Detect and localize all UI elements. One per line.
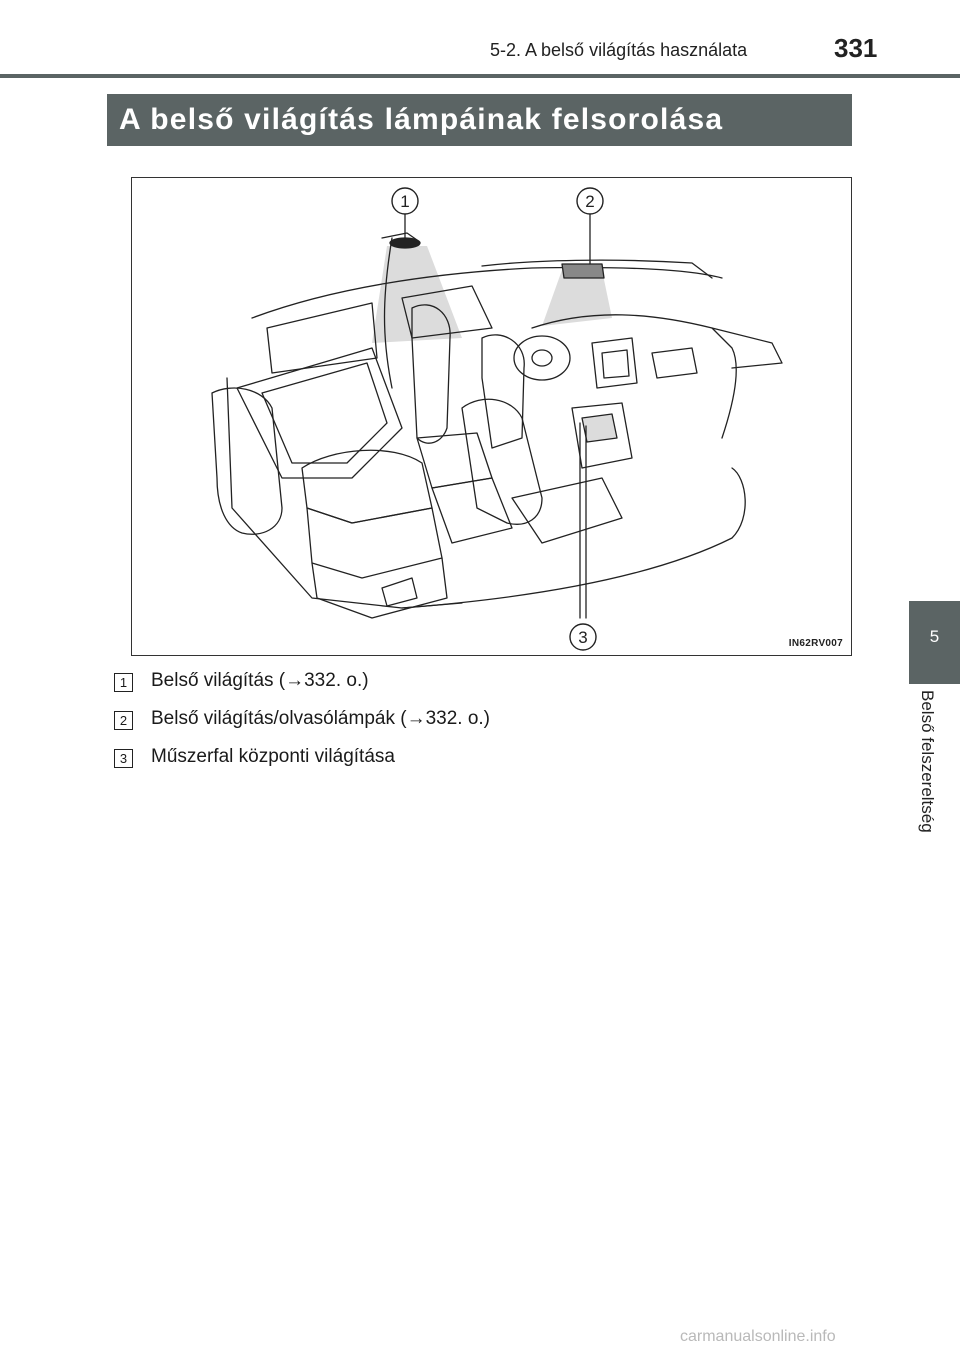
section-banner: A belső világítás lámpáinak felsorolása: [107, 94, 852, 146]
interior-illustration: 1 2 3 IN62RV007: [131, 177, 852, 656]
item-number-badge: 2: [114, 711, 133, 730]
list-item: 3 Műszerfal központi világítása: [114, 746, 834, 784]
item-number-badge: 1: [114, 673, 133, 692]
car-interior-drawing: 1 2 3: [211, 187, 783, 651]
item-text: Műszerfal központi világítása: [151, 746, 395, 767]
callout-1: [391, 187, 419, 215]
callout-2: [576, 187, 604, 215]
callout-1-label: 1: [400, 192, 409, 211]
watermark: carmanualsonline.info: [680, 1328, 836, 1345]
section-title: A belső világítás lámpáinak felsorolása: [119, 103, 724, 136]
callout-2-label: 2: [585, 192, 594, 211]
callout-3: [569, 623, 597, 651]
item-text: Belső világítás (→332. o.): [151, 670, 369, 691]
legend-list: 1 Belső világítás (→332. o.) 2 Belső vil…: [114, 670, 834, 784]
header-rule: [0, 74, 960, 78]
item-text: Belső világítás/olvasólámpák (→332. o.): [151, 708, 490, 729]
light-cone-1: [372, 246, 462, 343]
list-item: 1 Belső világítás (→332. o.): [114, 670, 834, 708]
chapter-side-label: Belső felszereltség: [916, 690, 937, 870]
header-section-title: 5-2. A belső világítás használata: [490, 40, 748, 60]
light-cone-2: [542, 270, 612, 326]
item-number-badge: 3: [114, 749, 133, 768]
chapter-tab: 5: [909, 601, 960, 684]
chapter-number: 5: [929, 627, 940, 646]
callout-3-label: 3: [578, 628, 587, 647]
page-number: 331: [834, 33, 878, 63]
list-item: 2 Belső világítás/olvasólámpák (→332. o.…: [114, 708, 834, 746]
chapter-label-text: Belső felszereltség: [918, 690, 937, 833]
figure-code: IN62RV007: [788, 638, 843, 649]
